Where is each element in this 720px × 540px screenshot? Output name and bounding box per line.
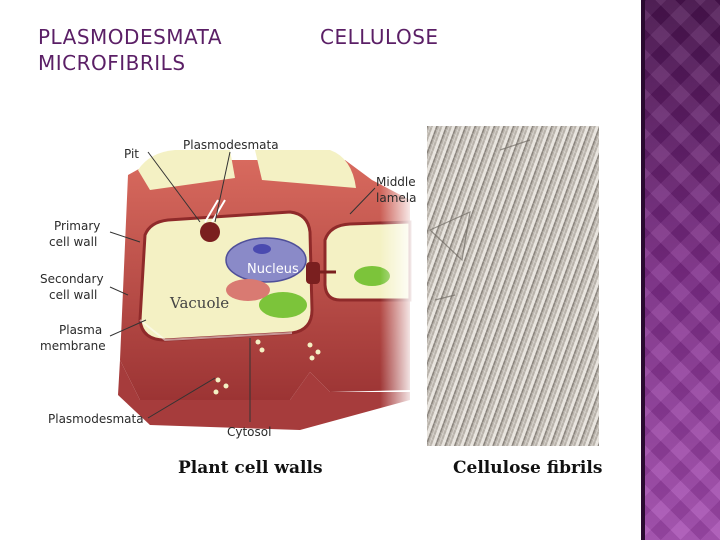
micrograph-caption: Cellulose fibrils — [453, 458, 602, 478]
decorative-side-band — [641, 0, 720, 540]
